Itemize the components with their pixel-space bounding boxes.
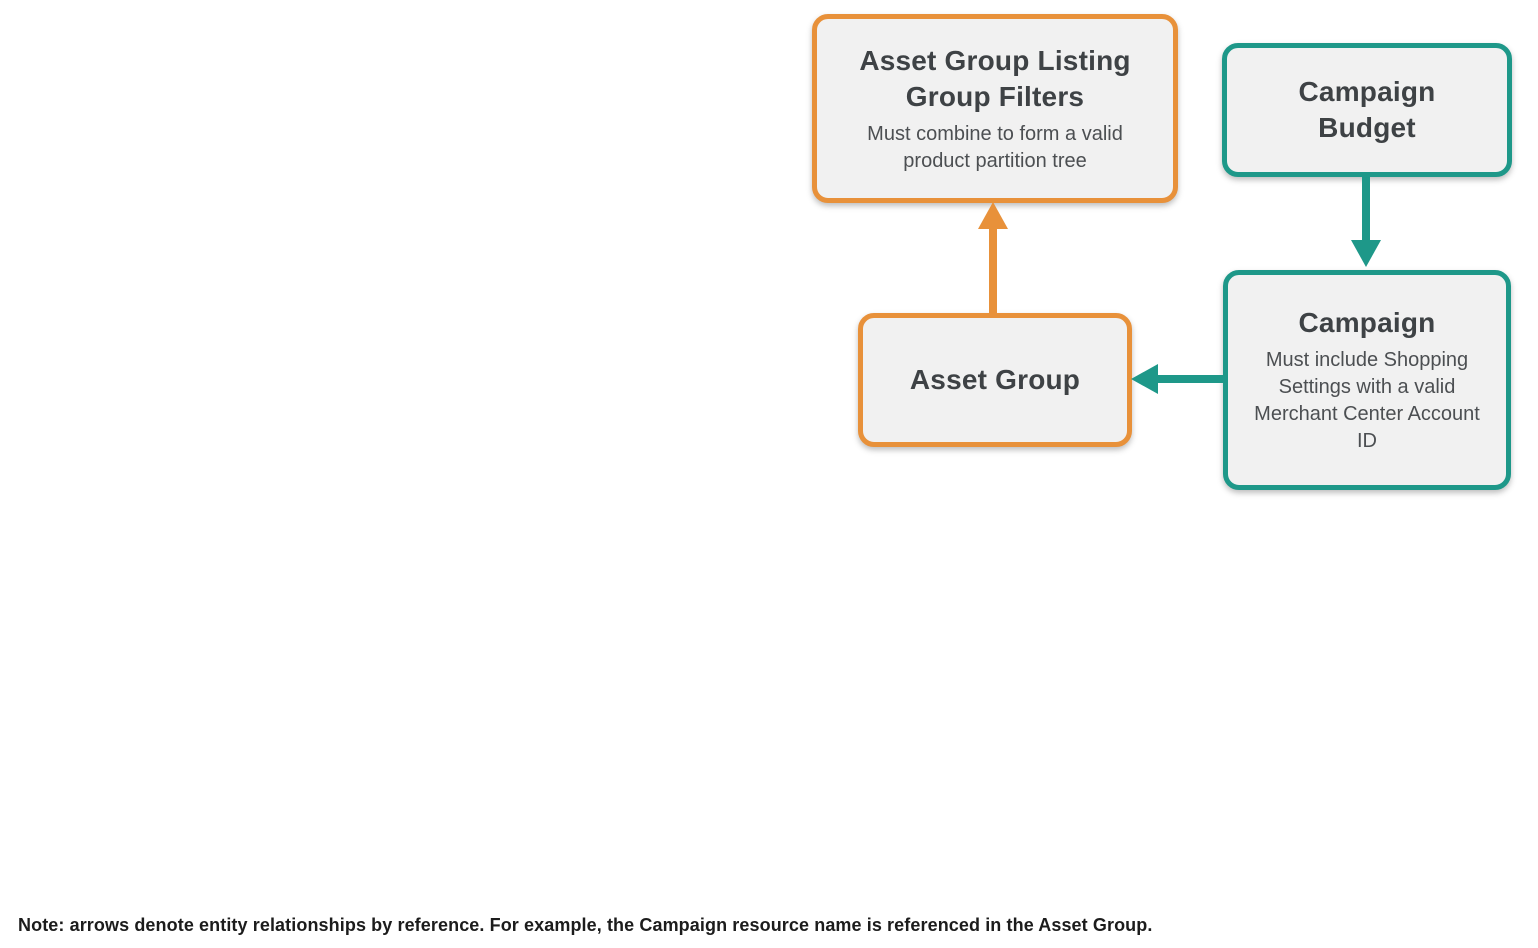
footnote: Note: arrows denote entity relationships…	[18, 915, 1153, 935]
arrow-asset-group-to-listing-filters-shaft	[989, 224, 997, 313]
node-asset-group-listing-group-filters: Asset Group Listing Group Filters Must c…	[812, 14, 1178, 203]
arrow-campaign-budget-to-campaign-shaft	[1362, 177, 1370, 241]
node-subtitle: Must combine to form a valid product par…	[867, 122, 1123, 172]
arrow-campaign-to-asset-group-shaft	[1156, 375, 1225, 383]
node-title: Campaign Budget	[1298, 76, 1436, 143]
node-asset-group: Asset Group	[858, 313, 1132, 447]
node-title: Campaign	[1298, 307, 1436, 338]
arrow-left-icon	[1131, 364, 1158, 394]
node-subtitle: Must include Shopping Settings with a va…	[1254, 349, 1480, 452]
arrow-up-icon	[978, 202, 1008, 229]
node-campaign-budget: Campaign Budget	[1222, 43, 1512, 177]
arrow-down-icon	[1351, 240, 1381, 267]
node-title: Asset Group	[909, 364, 1081, 395]
node-campaign: Campaign Must include Shopping Settings …	[1223, 270, 1511, 490]
node-title: Asset Group Listing Group Filters	[859, 44, 1131, 112]
